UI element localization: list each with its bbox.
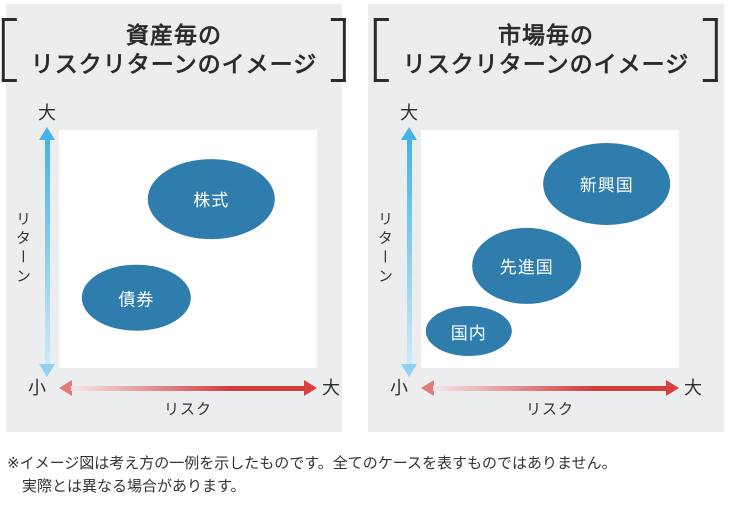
bracket-left-icon [1, 18, 17, 82]
plot-area-markets: 新興国先進国国内 [421, 130, 679, 368]
risk-axis-label: リスク [525, 401, 574, 418]
arrow-up-icon [401, 127, 417, 140]
return-axis-shaft [44, 139, 50, 365]
arrow-up-icon [39, 127, 55, 140]
axis-min-label: 小 [390, 378, 408, 398]
market-risk-return-card: 市場毎の リスクリターンのイメージ 新興国先進国国内 大 リターン 小 大 リス… [368, 4, 724, 432]
bracket-right-icon [703, 18, 719, 82]
axis-min-label: 小 [28, 378, 46, 398]
return-max-label: 大 [38, 103, 56, 123]
chart-title-line2: リスクリターンのイメージ [30, 51, 318, 77]
risk-axis-shaft [71, 385, 305, 391]
bubble-emerging: 新興国 [542, 142, 671, 225]
asset-risk-return-card: 資産毎の リスクリターンのイメージ 株式債券 大 リターン 小 大 リスク [1, 4, 347, 432]
return-axis-arrow [39, 127, 55, 377]
return-axis-arrow [401, 127, 417, 377]
bubble-stocks: 株式 [148, 159, 275, 239]
risk-axis-shaft [433, 385, 667, 391]
return-axis-shaft [406, 139, 412, 365]
chart-title-text: 資産毎の リスクリターンのイメージ [31, 18, 317, 82]
chart-title-line2: リスクリターンのイメージ [402, 51, 690, 77]
disclaimer-line2: 実際とは異なる場合があります。 [22, 478, 246, 495]
risk-axis-arrow [421, 380, 679, 396]
return-axis-label: リターン [14, 211, 31, 287]
bubble-domestic: 国内 [425, 306, 512, 357]
risk-max-label: 大 [322, 378, 340, 398]
disclaimer-note: ※イメージ図は考え方の一例を示したものです。全てのケースを表すものではありません… [7, 452, 617, 498]
arrow-right-icon [666, 380, 679, 396]
plot-area-assets: 株式債券 [59, 130, 317, 368]
bracket-left-icon [373, 18, 389, 82]
arrow-right-icon [304, 380, 317, 396]
arrow-down-icon [401, 364, 417, 377]
chart-title-line1: 市場毎の [497, 22, 594, 48]
arrow-down-icon [39, 364, 55, 377]
risk-max-label: 大 [684, 378, 702, 398]
arrow-left-icon [421, 380, 434, 396]
bracket-right-icon [331, 18, 347, 82]
arrow-left-icon [59, 380, 72, 396]
return-max-label: 大 [400, 103, 418, 123]
chart-title-text: 市場毎の リスクリターンのイメージ [403, 18, 689, 82]
return-axis-label: リターン [376, 211, 393, 287]
bubble-bonds: 債券 [82, 264, 191, 332]
bubble-developed: 先進国 [471, 227, 582, 304]
risk-axis-label: リスク [163, 401, 212, 418]
risk-axis-arrow [59, 380, 317, 396]
chart-title-line1: 資産毎の [125, 22, 222, 48]
chart-title-assets: 資産毎の リスクリターンのイメージ [1, 18, 347, 82]
chart-title-markets: 市場毎の リスクリターンのイメージ [373, 18, 719, 82]
disclaimer-line1: ※イメージ図は考え方の一例を示したものです。全てのケースを表すものではありません… [7, 455, 617, 472]
